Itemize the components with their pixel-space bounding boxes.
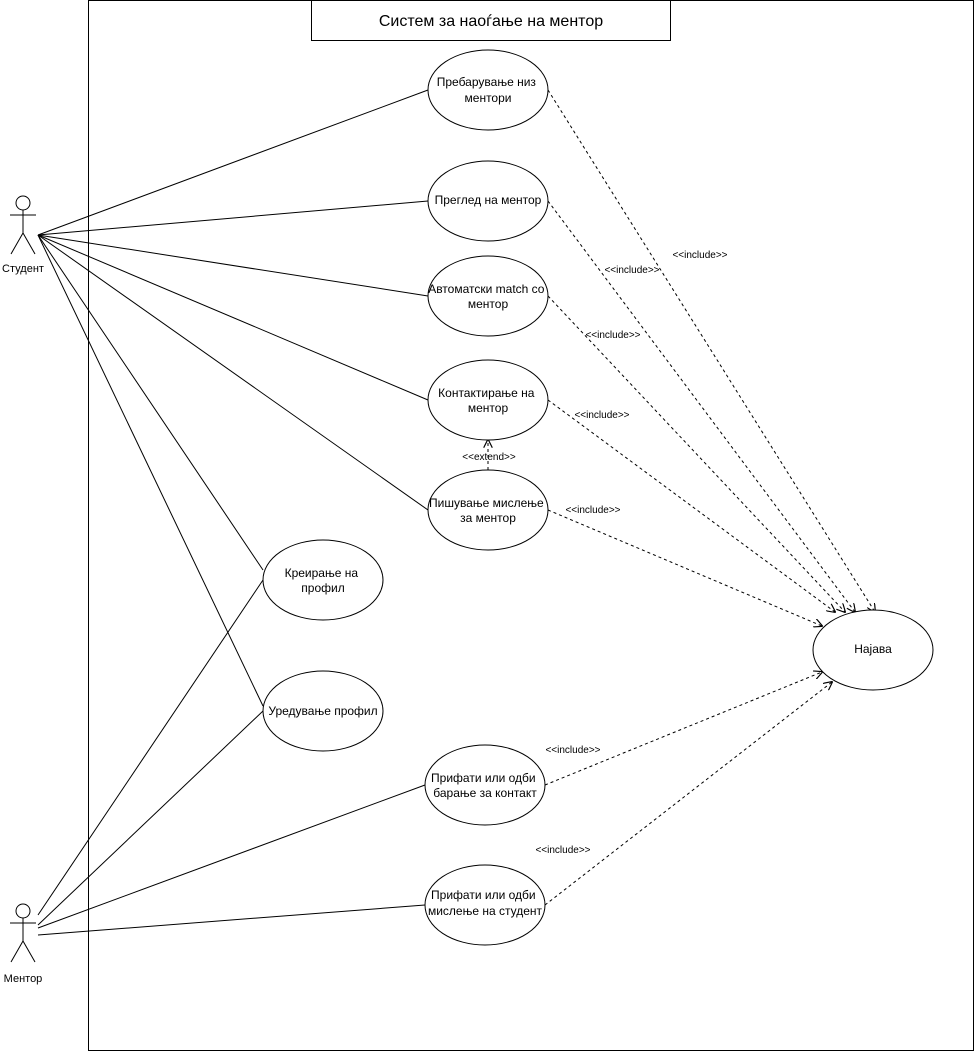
include-label-search-login: <<include>> (672, 250, 727, 261)
use-case-opinion[interactable]: Пишување мислење за ментор (427, 469, 549, 551)
use-case-edit-profile[interactable]: Уредување профил (262, 670, 384, 752)
include-arrow-search-login (547, 89, 875, 612)
association-mentor-accept-opinion (37, 904, 426, 936)
actor-mentor-label: Ментор (4, 973, 43, 985)
use-case-search[interactable]: Пребарување низ ментори (427, 49, 549, 131)
association-student-create (37, 234, 264, 571)
use-case-create-profile-label: Креирање на профил (285, 566, 362, 595)
use-case-contact-label: Контактирање на ментор (438, 386, 538, 415)
include-label-accept-contact-login: <<include>> (545, 745, 600, 756)
include-arrow-accept-contact-login (544, 672, 822, 786)
use-case-login-label: Најава (854, 642, 892, 656)
association-student-match (37, 234, 429, 297)
use-case-match-label: Автоматски match со ментор (428, 282, 548, 311)
associations (37, 89, 429, 936)
include-label-contact-login: <<include>> (574, 410, 629, 421)
include-label-accept-opinion-login: <<include>> (535, 845, 590, 856)
actor-mentor[interactable]: Ментор (4, 903, 43, 985)
use-case-contact[interactable]: Контактирање на ментор (427, 359, 549, 441)
use-case-login[interactable]: Најава (812, 609, 934, 691)
include-arrow-view-login (547, 200, 855, 612)
include-label-view-login: <<include>> (604, 265, 659, 276)
use-case-search-label: Пребарување низ ментори (437, 75, 540, 105)
association-mentor-edit (37, 710, 264, 926)
use-case-accept-opinion[interactable]: Прифати или одби мислење на студент (424, 864, 546, 946)
association-student-edit (37, 234, 264, 707)
extend-label-opinion-contact: <<extend>> (462, 452, 516, 463)
actor-student[interactable]: Студент (2, 195, 44, 275)
stick-figure-icon (10, 903, 36, 963)
use-case-accept-contact[interactable]: Прифати или одби барање за контакт (424, 744, 546, 826)
system-title: Систем за наоѓање на ментор (379, 13, 603, 30)
use-case-accept-opinion-label: Прифати или одби мислење на студент (428, 888, 543, 918)
stick-figure-icon (10, 195, 36, 255)
association-student-search (37, 89, 429, 236)
use-case-create-profile[interactable]: Креирање на профил (262, 539, 384, 621)
actor-student-label: Студент (2, 263, 44, 275)
association-student-contact (37, 234, 429, 401)
system-title-box (311, 0, 671, 41)
association-mentor-accept-contact (37, 784, 426, 929)
use-case-view-label: Преглед на ментор (435, 193, 542, 207)
include-arrow-match-login (547, 295, 845, 612)
use-case-match[interactable]: Автоматски match со ментор (427, 255, 549, 337)
association-mentor-create (37, 579, 264, 916)
use-case-edit-profile-label: Уредување профил (268, 704, 377, 718)
include-arrow-opinion-login (547, 509, 822, 626)
include-label-match-login: <<include>> (585, 330, 640, 341)
include-label-opinion-login: <<include>> (565, 505, 620, 516)
include-arrow-accept-opinion-login (544, 682, 832, 906)
use-case-opinion-label: Пишување мислење за ментор (429, 496, 547, 525)
relations: <<include>> <<include>> <<include>> <<inclu… (462, 89, 875, 906)
association-student-view (37, 200, 429, 236)
association-student-opinion (37, 234, 429, 511)
use-case-accept-contact-label: Прифати или одби барање за контакт (431, 771, 539, 800)
use-case-view[interactable]: Преглед на ментор (427, 160, 549, 242)
